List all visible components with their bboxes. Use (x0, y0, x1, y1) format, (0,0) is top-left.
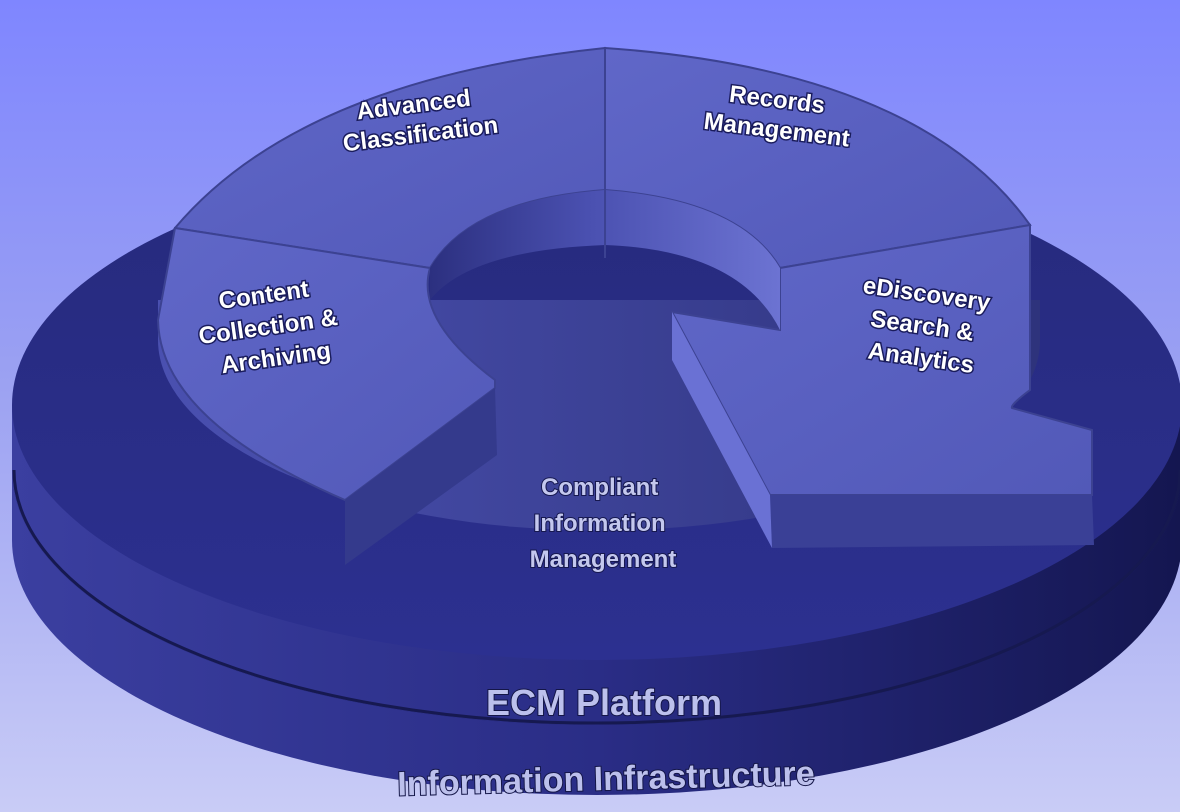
platform-label: ECM Platform (486, 682, 722, 723)
segment-front-faces (345, 312, 1094, 565)
inner-hole (430, 48, 780, 330)
ediscovery-label: eDiscovery Search & Analytics (852, 272, 998, 381)
content-collection-arrow-face (345, 388, 497, 565)
ediscovery-arrow-face (770, 495, 1094, 548)
segment-content-collection (156, 226, 496, 502)
center-label: Compliant Information Management (530, 474, 677, 573)
ediscovery-arrow-side (672, 312, 772, 548)
segment-ring (156, 46, 1093, 502)
